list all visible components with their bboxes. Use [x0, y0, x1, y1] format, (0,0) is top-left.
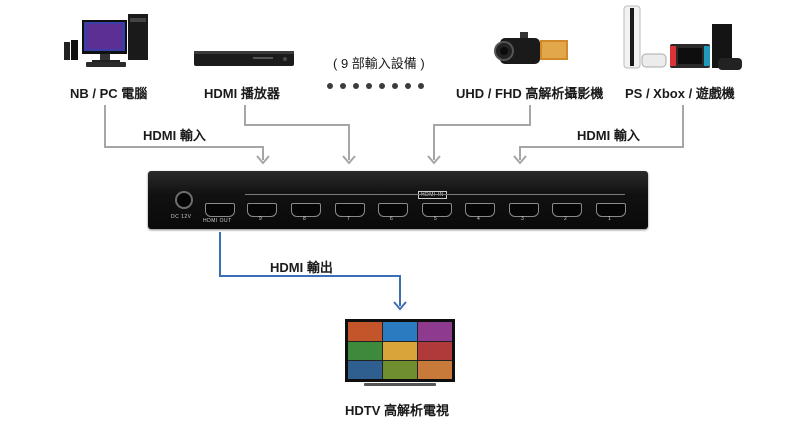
wire-player — [244, 105, 350, 160]
wire-camera — [433, 105, 531, 160]
port-number-7: 7 — [347, 216, 351, 222]
wire-console — [519, 105, 684, 160]
hdmi-in-port-1 — [596, 203, 626, 217]
port-number-1: 1 — [608, 216, 612, 222]
pc-device-image — [60, 10, 155, 72]
port-number-9: 9 — [259, 216, 263, 222]
arrow-head-2 — [342, 155, 356, 165]
camera-label: UHD / FHD 高解析攝影機 — [456, 86, 604, 101]
dc-power-label: DC 12V — [171, 214, 192, 220]
hdmi-out-port — [205, 203, 235, 217]
hdmi-switcher: DC 12V HDMI OUT HDMI IN 9 8 7 6 5 4 3 2 … — [148, 171, 648, 229]
hdmi-in-bracket — [245, 194, 625, 195]
arrow-head-3 — [427, 155, 441, 165]
arrow-head-4 — [513, 155, 527, 165]
port-number-6: 6 — [390, 216, 394, 222]
hdtv-label: HDTV 高解析電視 — [345, 403, 450, 418]
wire-pc — [104, 105, 264, 160]
hdmi-in-port-9 — [247, 203, 277, 217]
hdmi-in-port-5 — [422, 203, 452, 217]
hdmi-in-label: HDMI IN — [418, 191, 447, 199]
hdmi-in-port-7 — [335, 203, 365, 217]
hdmi-in-port-3 — [509, 203, 539, 217]
camera-device-image — [490, 28, 572, 70]
player-label: HDMI 播放器 — [204, 86, 280, 101]
arrow-head-1 — [256, 155, 270, 165]
wire-output — [219, 232, 401, 306]
hdmi-in-port-6 — [378, 203, 408, 217]
hdmi-in-port-4 — [465, 203, 495, 217]
console-label: PS / Xbox / 遊戲機 — [625, 86, 735, 101]
hdmi-output-label: HDMI 輸出 — [270, 260, 333, 275]
more-devices-dots — [327, 76, 431, 94]
hdmi-input-label-left: HDMI 輸入 — [143, 128, 206, 143]
port-number-3: 3 — [521, 216, 525, 222]
hdmi-in-port-2 — [552, 203, 582, 217]
arrow-head-output — [393, 301, 407, 311]
port-number-2: 2 — [564, 216, 568, 222]
pc-label: NB / PC 電腦 — [70, 86, 148, 101]
player-device-image — [193, 48, 296, 70]
port-number-5: 5 — [434, 216, 438, 222]
hdmi-out-label: HDMI OUT — [203, 218, 232, 224]
hdmi-in-port-8 — [291, 203, 321, 217]
port-number-4: 4 — [477, 216, 481, 222]
more-devices-note: ( 9 部輸入設備 ) — [333, 56, 425, 71]
dc-power-jack — [175, 191, 193, 209]
hdtv-image — [344, 318, 456, 388]
hdmi-input-label-right: HDMI 輸入 — [577, 128, 640, 143]
console-device-image — [618, 4, 744, 74]
port-number-8: 8 — [303, 216, 307, 222]
